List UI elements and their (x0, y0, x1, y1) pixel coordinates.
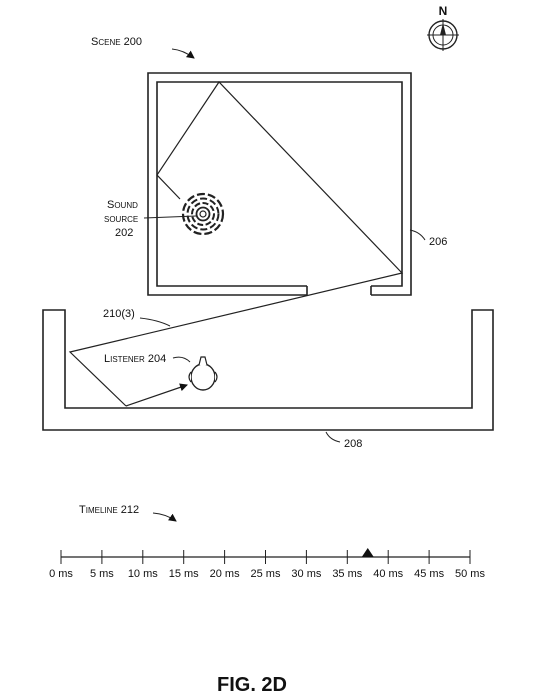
room-206-walls (147, 72, 412, 296)
timeline-tick-label: 45 ms (414, 568, 444, 580)
sound-source-label-1: Sound (107, 199, 138, 211)
scene-arrow (171, 48, 195, 59)
triangle-marker-icon (361, 548, 374, 557)
room-206-leader (409, 229, 426, 241)
concentric-rings-icon (181, 192, 225, 236)
ray-leader (139, 317, 171, 327)
timeline-tick-label: 25 ms (251, 568, 281, 580)
listener-head-icon (188, 356, 218, 391)
figure-caption: FIG. 2D (217, 674, 287, 696)
room-206-ref: 206 (429, 236, 447, 248)
timeline-tick-label: 15 ms (169, 568, 199, 580)
timeline-tick-label: 0 ms (49, 568, 73, 580)
timeline-tick-label: 5 ms (90, 568, 114, 580)
timeline-tick-label: 30 ms (291, 568, 321, 580)
sound-source-leader (143, 215, 197, 219)
timeline-tick-label: 35 ms (332, 568, 362, 580)
timeline-label: Timeline 212 (79, 504, 139, 516)
timeline-arrow (152, 512, 177, 522)
sound-ray-210-3 (68, 81, 404, 407)
timeline-ticks: 0 ms 5 ms 10 ms 15 ms 20 ms 25 ms 30 ms 35 ms 40… (49, 550, 485, 580)
sound-ray-final-segment (125, 383, 188, 407)
room-208-ref: 208 (344, 438, 362, 450)
ray-label: 210(3) (103, 308, 135, 320)
timeline-tick-label: 50 ms (455, 568, 485, 580)
compass-north-icon: N (427, 4, 459, 51)
listener-label: Listener 204 (104, 353, 166, 365)
listener-leader (172, 356, 191, 363)
room-208-leader (325, 431, 341, 443)
timeline-tick-label: 40 ms (373, 568, 403, 580)
timeline-tick-label: 10 ms (128, 568, 158, 580)
scene-label: Scene 200 (91, 36, 142, 48)
sound-source-ref: 202 (115, 227, 133, 239)
sound-source-label-2: source (104, 213, 138, 225)
room-208-walls (42, 309, 494, 431)
timeline-tick-label: 20 ms (210, 568, 240, 580)
compass-north-label: N (439, 4, 448, 18)
